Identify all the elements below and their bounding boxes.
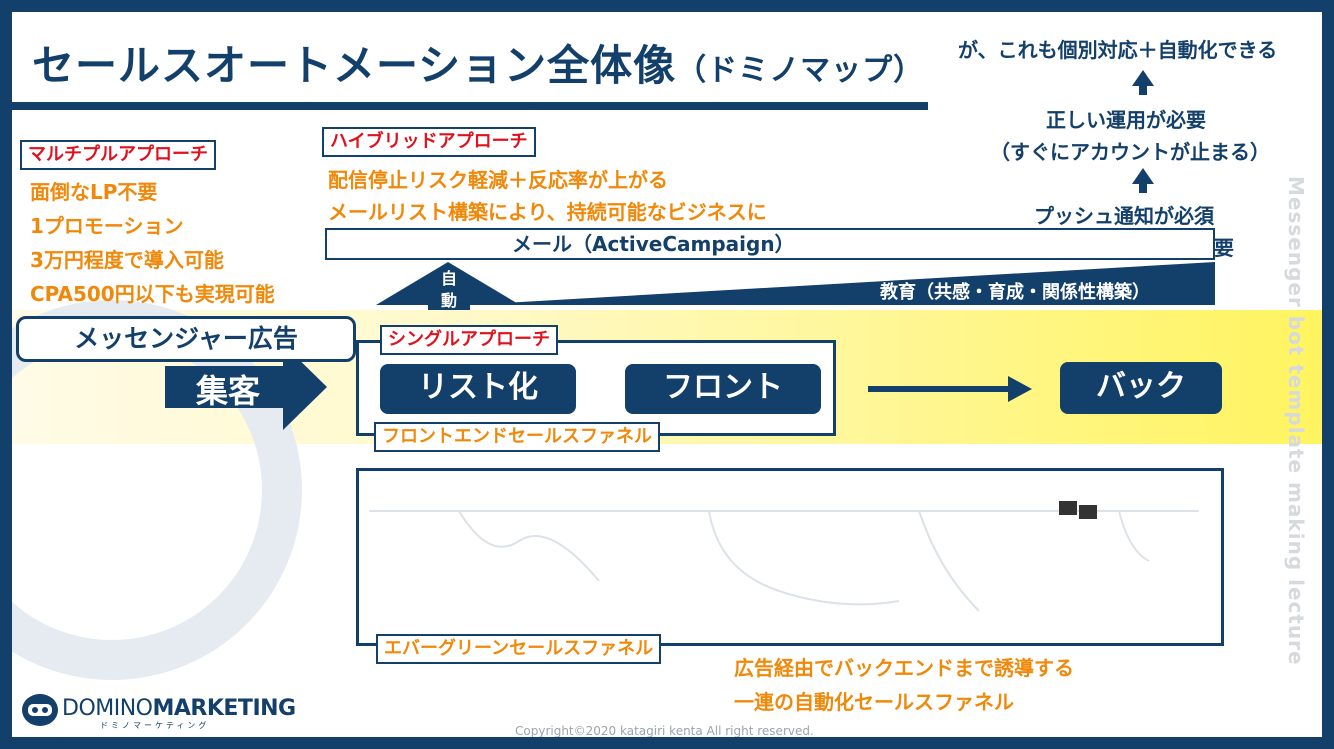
back-pill: バック	[1060, 362, 1222, 414]
logo-domino: DOMINO	[62, 696, 153, 721]
acquisition-arrow	[165, 344, 327, 430]
evergreen-funnel-label: エバーグリーンセールスファネル	[376, 634, 662, 664]
top-right-line1: が、これも個別対応＋自動化できる	[958, 38, 1278, 62]
multiple-item-4: CPA500円以下も実現可能	[30, 282, 275, 306]
logo-subtitle: ドミノマーケティング	[100, 721, 210, 730]
vertical-watermark-text: Messenger bot template making lecture	[1284, 176, 1308, 666]
title-underline	[12, 102, 928, 110]
hybrid-approach-label: ハイブリッドアプローチ	[322, 127, 536, 157]
top-right-line4: プッシュ通知が必須	[1034, 204, 1214, 228]
top-right-line2: 正しい運用が必要	[1046, 108, 1206, 132]
logo-text: DOMINOMARKETING	[62, 696, 296, 721]
messenger-ad-box: メッセンジャー広告	[16, 316, 356, 362]
acquisition-label: 集客	[196, 372, 261, 410]
right-arrow-icon	[868, 376, 1032, 402]
funnel-flow-thumbnail	[369, 501, 1199, 612]
single-approach-label: シングルアプローチ	[380, 325, 558, 355]
list-pill: リスト化	[380, 364, 576, 414]
title-sub: （ドミノマップ）	[676, 53, 925, 88]
title-main: セールスオートメーション全体像	[32, 41, 677, 90]
front-pill: フロント	[625, 364, 821, 414]
up-arrow-icon	[1132, 70, 1154, 95]
domino-robot-logo-icon	[22, 694, 58, 726]
frontend-funnel-label: フロントエンドセールスファネル	[374, 422, 660, 452]
multiple-item-2: 1プロモーション	[30, 214, 184, 238]
multiple-approach-label: マルチプルアプローチ	[20, 140, 216, 170]
page-title: セールスオートメーション全体像（ドミノマップ）	[32, 32, 924, 93]
multiple-item-1: 面倒なLP不要	[30, 180, 158, 204]
evergreen-desc-2: 一連の自動化セールスファネル	[734, 690, 1014, 714]
hybrid-item-2: メールリスト構築により、持続可能なビジネスに	[328, 200, 767, 224]
up-arrow-icon	[1132, 168, 1154, 193]
evergreen-funnel-frame	[356, 468, 1224, 646]
top-right-line5: 要	[1214, 236, 1234, 260]
hybrid-item-1: 配信停止リスク軽減＋反応率が上がる	[328, 168, 668, 192]
multiple-item-3: 3万円程度で導入可能	[30, 248, 224, 272]
logo-marketing: MARKETING	[152, 696, 297, 721]
copyright: Copyright©2020 katagiri kenta All right …	[515, 724, 814, 738]
auto-label: 自動	[440, 269, 457, 310]
education-label: 教育（共感・育成・関係性構築）	[880, 282, 1150, 303]
top-right-line3: （すぐにアカウントが止まる）	[990, 140, 1270, 164]
mail-bar: メール（ActiveCampaign）	[325, 228, 1215, 260]
evergreen-desc-1: 広告経由でバックエンドまで誘導する	[734, 656, 1074, 680]
